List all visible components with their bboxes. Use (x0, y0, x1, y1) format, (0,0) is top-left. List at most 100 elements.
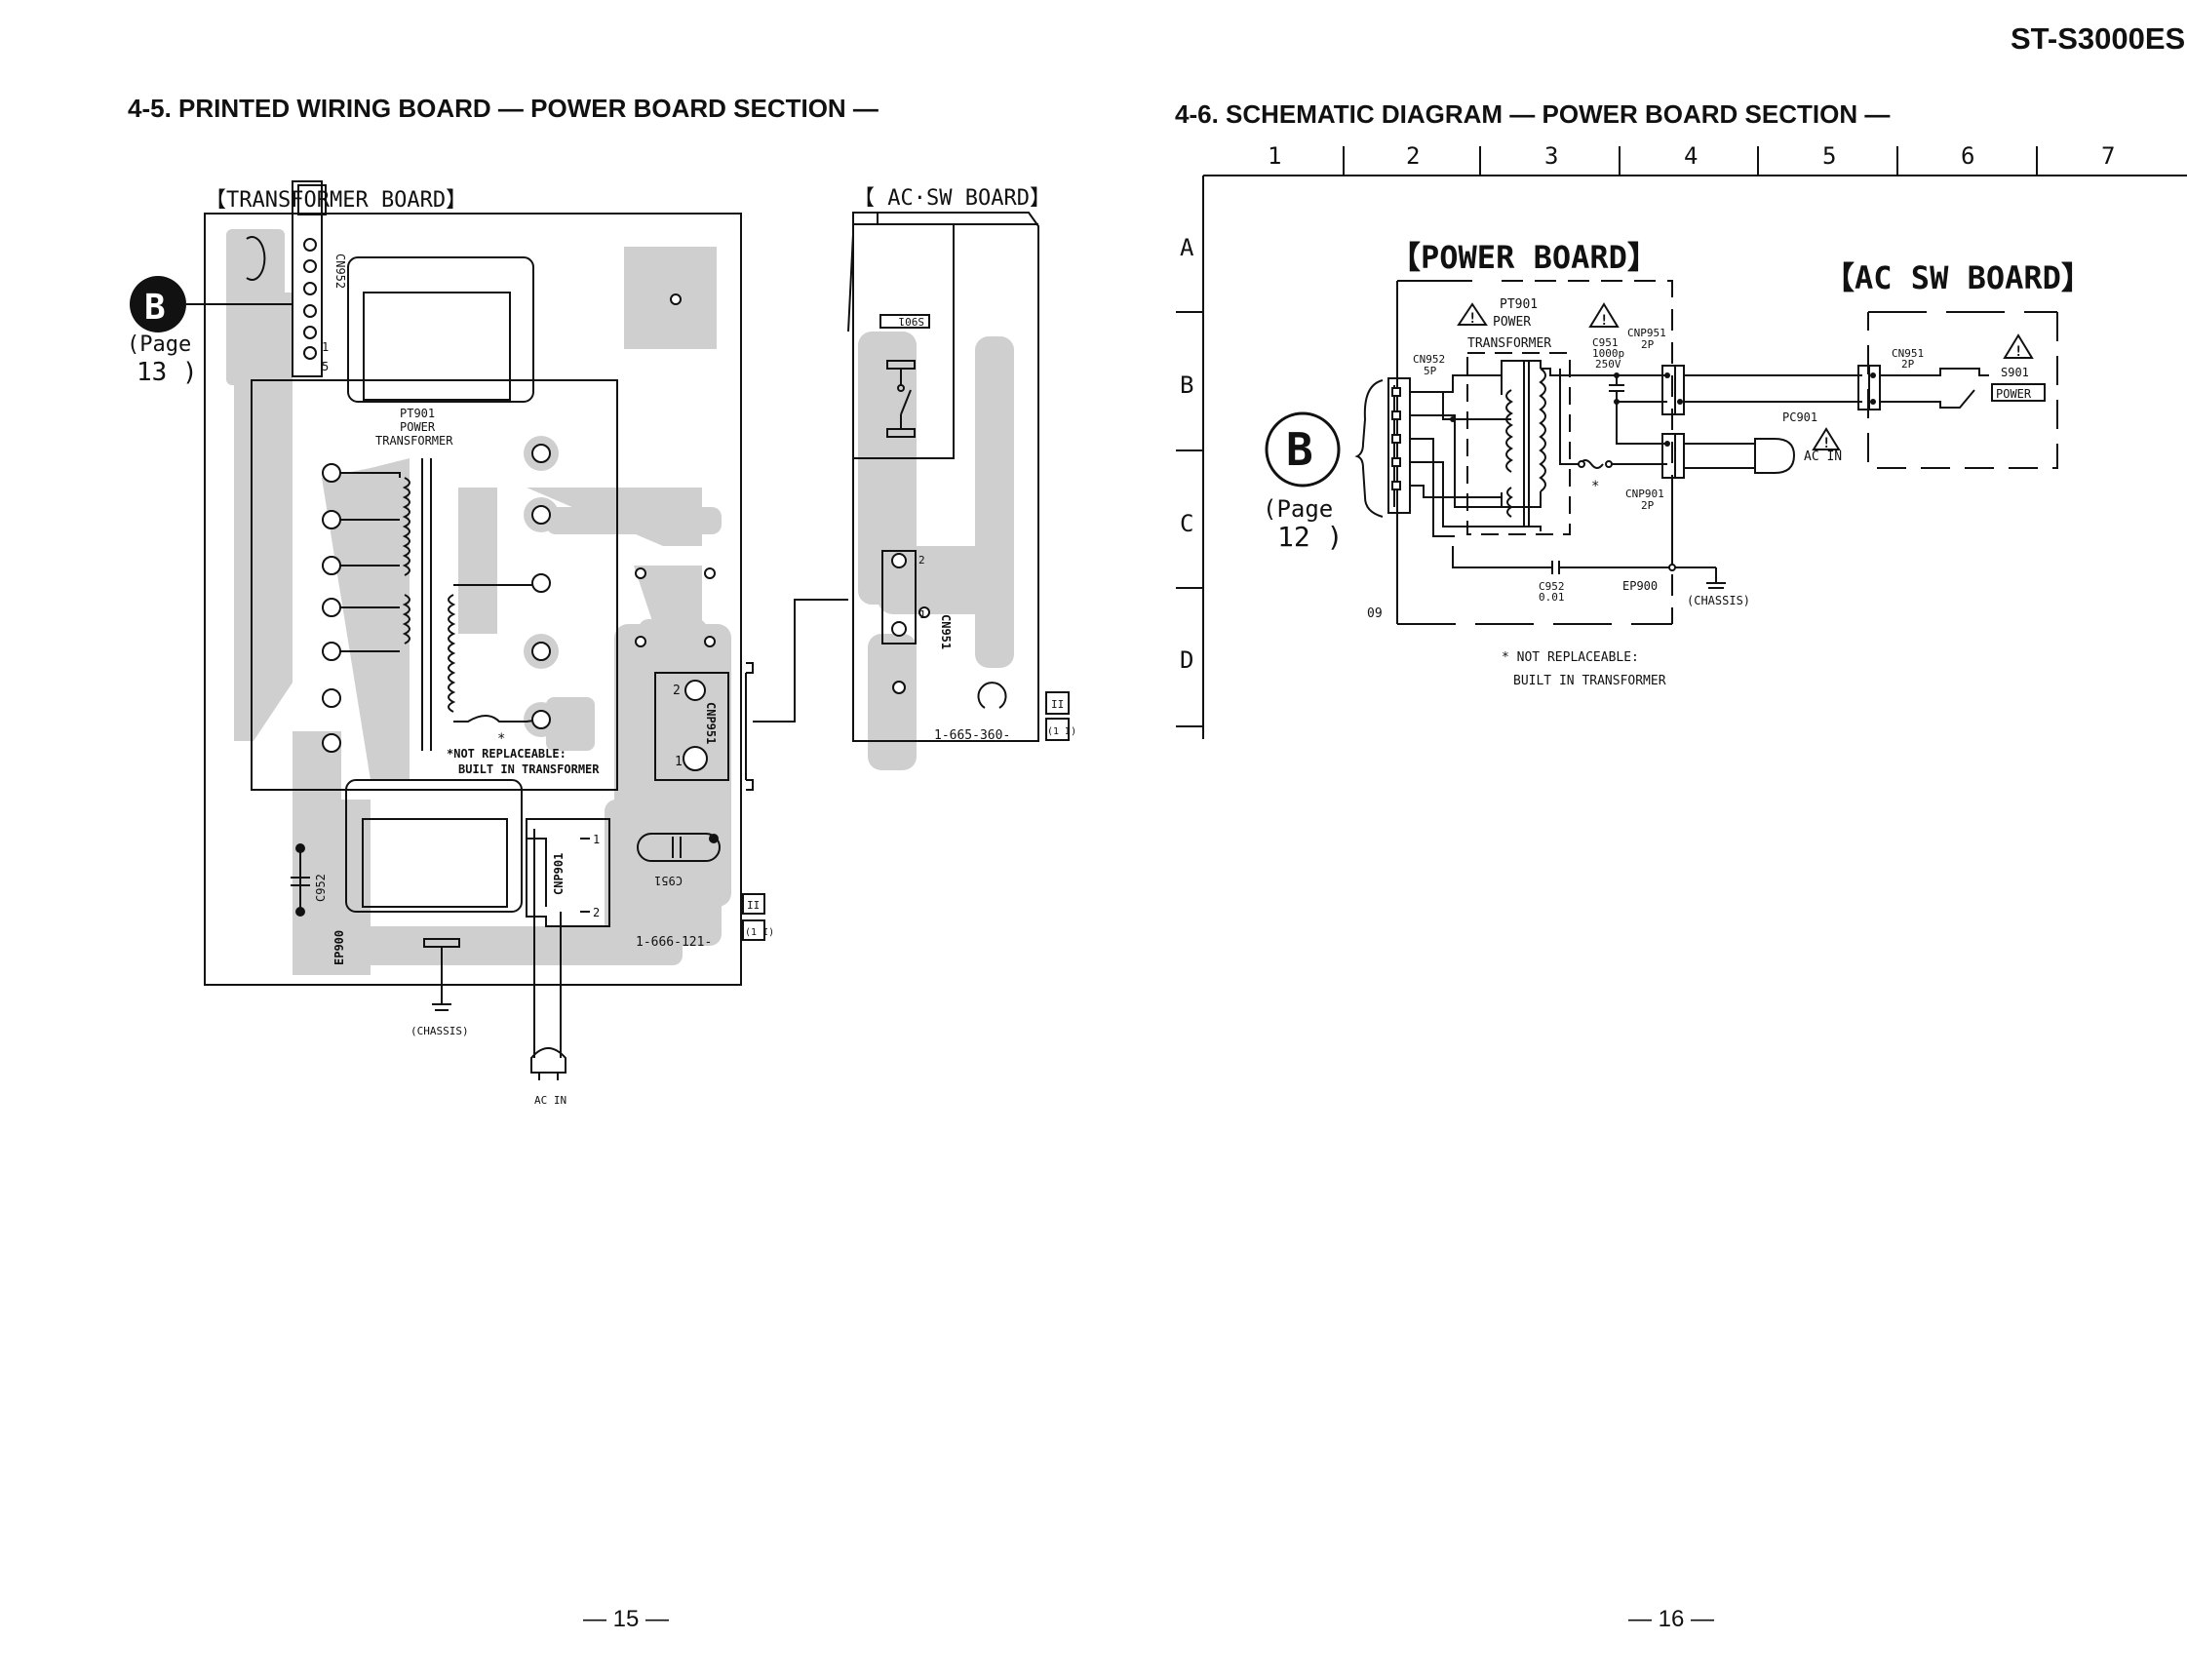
warning-icons (1457, 302, 2034, 450)
schematic-ac-in: AC IN (1804, 449, 1842, 464)
connector-b-letter: B (144, 288, 166, 328)
schematic-chassis: (CHASSIS) (1687, 594, 1750, 607)
warning-marks: ! ! ! ! (1468, 311, 2022, 451)
pwb-chassis-label: (CHASSIS) (410, 1025, 469, 1037)
board-no-2: 1-665-360- (934, 728, 1010, 743)
svg-text:!: ! (1600, 313, 1608, 329)
cn952-pads (303, 238, 317, 360)
cnp901-outline (526, 818, 610, 927)
note-line1: * NOT REPLACEABLE: (1502, 650, 1639, 665)
side-mark-1 (742, 893, 765, 941)
col-5: 5 (1822, 142, 1836, 170)
board-code: 09 (1367, 606, 1383, 621)
cnp901-label: CNP901 (552, 853, 566, 895)
row-B: B (1180, 371, 1193, 399)
side-mark-1-bottom: (1 I) (745, 927, 774, 938)
pt901-windings (1501, 360, 1546, 527)
row-C: C (1180, 510, 1193, 537)
col-6: 6 (1961, 142, 1974, 170)
c951-label: C951 (1592, 336, 1619, 349)
pt901-dashed-box (1466, 352, 1571, 535)
c952-label: C952 (1539, 580, 1565, 593)
printed-wiring-board: CN952 1 5 B (Page 13 ) 【TRANSFORMER BOAR… (127, 180, 1076, 1107)
s901-switch (886, 360, 916, 438)
pwb-note-line2: BUILT IN TRANSFORMER (458, 762, 600, 776)
ep900-label: EP900 (1622, 579, 1658, 593)
pwb-ac-in-label: AC IN (534, 1094, 566, 1107)
row-labels: A B C D (1180, 234, 1194, 674)
pwb-star: * (497, 731, 505, 747)
cnp951-outline (654, 672, 729, 781)
row-A: A (1180, 234, 1194, 261)
c952-label: C952 (314, 874, 328, 902)
pt901-pads (322, 293, 716, 753)
cnp951-pins: 2P (1641, 338, 1655, 351)
ac-sw-board-title-left: 【 AC·SW BOARD】 (853, 186, 1051, 211)
cn952-label: CN952 (333, 254, 347, 289)
power-board-title: 【POWER BOARD】 (1389, 239, 1659, 276)
interconnect-wiring (745, 599, 848, 791)
pwb-note-line1: *NOT REPLACEABLE: (447, 747, 566, 761)
page-number-right: — 16 — (1628, 1606, 1715, 1632)
cn952-bracket (1354, 379, 1384, 518)
cnp951-pin2: 2 (673, 684, 681, 698)
ac-sw-board-outline (847, 212, 1039, 742)
cnp901-pin2: 2 (593, 906, 600, 919)
side-mark-2-top: II (1051, 698, 1064, 711)
copper-pattern (226, 229, 1014, 975)
schematic-star: * (1591, 479, 1599, 494)
col-3: 3 (1544, 142, 1558, 170)
c952-component (291, 843, 310, 917)
page-number-left: — 15 — (583, 1606, 670, 1632)
s901-label: S901 (899, 315, 925, 328)
cn951-label: CN951 (1892, 347, 1924, 360)
ep900-chassis (423, 938, 460, 1011)
cn952-label: CN952 (1413, 353, 1445, 366)
transformer-board-title: 【TRANSFORMER BOARD】 (205, 188, 467, 213)
cn951-pin1: 1 (919, 608, 926, 621)
c951-value2: 250V (1595, 358, 1621, 371)
ac-line-wiring (1684, 374, 1862, 474)
transformer-board-outline (204, 180, 742, 986)
ac-sw-board-title: 【AC SW BOARD】 (1823, 259, 2092, 296)
power-label-box (1991, 383, 2046, 402)
schematic-heading: 4-6. SCHEMATIC DIAGRAM — POWER BOARD SEC… (1175, 99, 1891, 129)
cnp951-connector (1661, 365, 1685, 415)
connector-b-badge (130, 276, 186, 332)
pt901-label: PT901 (1500, 297, 1538, 312)
svg-text:!: ! (1822, 436, 1830, 451)
svg-text:!: ! (2014, 344, 2022, 360)
cnp901-pins: 2P (1641, 499, 1655, 512)
pt901-power-label: POWER (1493, 315, 1531, 330)
cnp951-label: CNP951 (1627, 327, 1666, 339)
schematic-grid (1176, 146, 2187, 739)
cn952-connector (1387, 377, 1411, 514)
pt901-transformer-label: TRANSFORMER (1467, 336, 1551, 351)
col-4: 4 (1684, 142, 1698, 170)
schematic-page-ref-line1: (Page (1263, 495, 1333, 523)
cn952-pins-drawn (1391, 387, 1401, 490)
svg-text:!: ! (1468, 311, 1476, 327)
cn952-pin1: 1 (322, 340, 329, 354)
page-ref-line2: 13 ) (137, 358, 198, 387)
wiring-nodes (1614, 372, 1670, 447)
cn951-connector (1857, 365, 1989, 410)
schematic-b-letter: B (1286, 423, 1313, 476)
cn951-pads (891, 553, 930, 694)
pt901-label: PT901 (400, 407, 435, 420)
column-labels: 1 2 3 4 5 6 7 (1268, 142, 2115, 170)
c952-value: 0.01 (1539, 591, 1565, 604)
c951-value1: 1000p (1592, 347, 1624, 360)
cnp901-pin1: 1 (593, 833, 600, 846)
pc901-label: PC901 (1782, 410, 1817, 424)
cn951-pin2: 2 (918, 554, 925, 567)
col-1: 1 (1268, 142, 1281, 170)
schematic-page-ref-line2: 12 ) (1277, 521, 1343, 553)
ground-wiring (1452, 478, 1726, 589)
page-ref-line1: (Page (127, 332, 191, 357)
power-label: POWER (1996, 387, 2032, 401)
row-D: D (1180, 646, 1193, 674)
cn952-wiring (1410, 374, 1542, 537)
c951-label: C951 (654, 874, 683, 887)
col-2: 2 (1406, 142, 1420, 170)
